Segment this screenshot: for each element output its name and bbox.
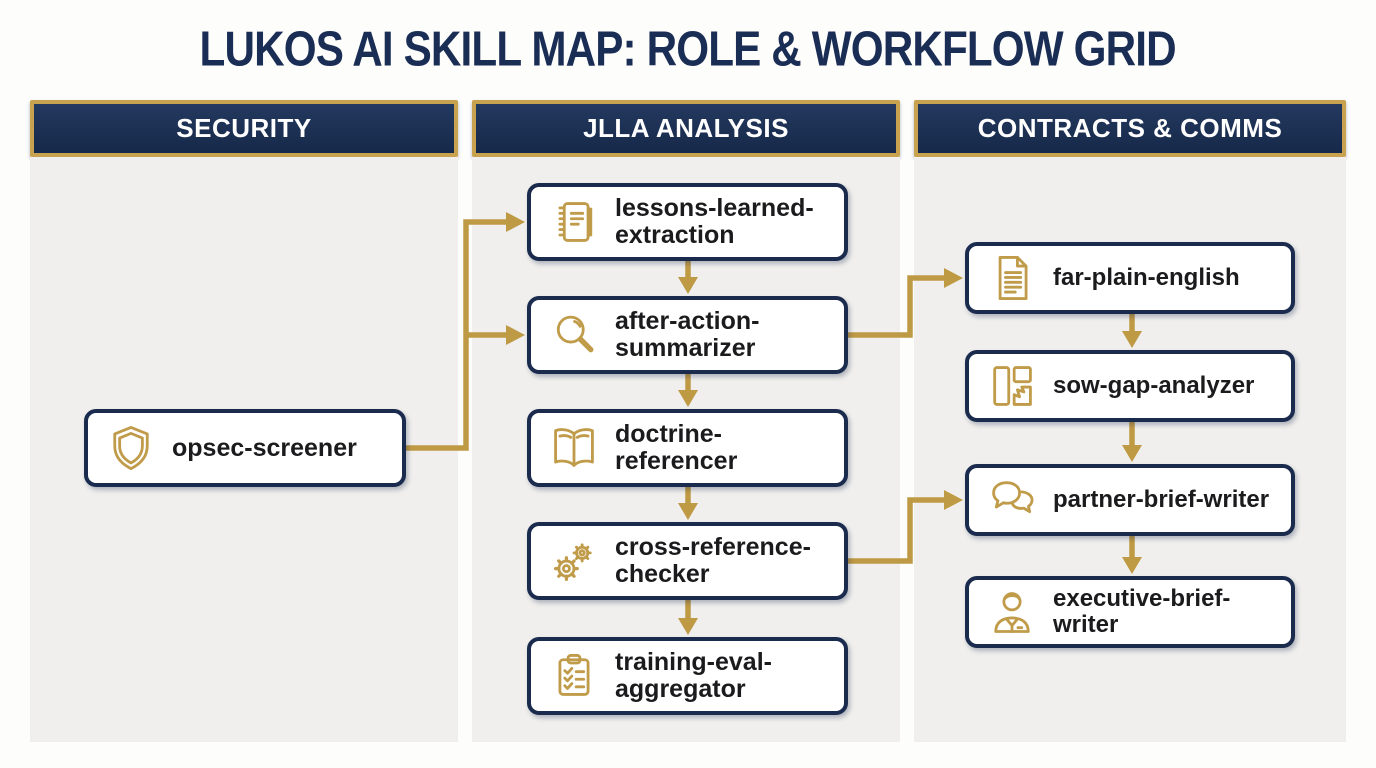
column-header-security-label: SECURITY <box>176 113 312 143</box>
open-book-icon <box>548 422 600 474</box>
skill-box-partner-brief-writer: partner-brief-writer <box>965 464 1295 536</box>
executive-person-icon <box>986 586 1038 638</box>
skill-box-cross-reference-checker: cross-reference-checker <box>527 522 848 600</box>
skill-box-training-eval-aggregator: training-eval-aggregator <box>527 637 848 715</box>
skill-box-lessons-learned-extraction: lessons-learned-extraction <box>527 183 848 261</box>
skill-label: far-plain-english <box>1053 264 1240 292</box>
skill-box-after-action-summarizer: after-action-summarizer <box>527 296 848 374</box>
page-title: LUKOS AI SKILL MAP: ROLE & WORKFLOW GRID <box>0 16 1376 82</box>
skill-box-doctrine-referencer: doctrine-referencer <box>527 409 848 487</box>
document-icon <box>986 252 1038 304</box>
page-title-text: LUKOS AI SKILL MAP: ROLE & WORKFLOW GRID <box>199 21 1177 77</box>
skill-label: training-eval-aggregator <box>615 648 772 703</box>
gears-icon <box>548 535 600 587</box>
skill-box-opsec-screener: opsec-screener <box>84 409 406 487</box>
column-header-jlla-analysis: JLLA ANALYSIS <box>472 100 900 157</box>
skill-box-sow-gap-analyzer: sow-gap-analyzer <box>965 350 1295 422</box>
skill-label: sow-gap-analyzer <box>1053 372 1255 400</box>
skill-label: partner-brief-writer <box>1053 486 1270 514</box>
skill-box-far-plain-english: far-plain-english <box>965 242 1295 314</box>
column-header-jlla-analysis-label: JLLA ANALYSIS <box>583 113 789 143</box>
magnifier-icon <box>548 309 600 361</box>
skill-label: doctrine-referencer <box>615 420 738 475</box>
column-header-contracts-comms: CONTRACTS & COMMS <box>914 100 1346 157</box>
notebook-icon <box>548 196 600 248</box>
speech-bubbles-icon <box>986 474 1038 526</box>
column-header-contracts-comms-label: CONTRACTS & COMMS <box>977 113 1283 143</box>
skill-label: lessons-learned-extraction <box>615 194 814 249</box>
clipboard-checklist-icon <box>548 650 600 702</box>
skill-label: after-action-summarizer <box>615 307 760 362</box>
skill-box-executive-brief-writer: executive-brief-writer <box>965 576 1295 648</box>
shield-icon <box>105 422 157 474</box>
column-header-security: SECURITY <box>30 100 458 157</box>
layout-compare-icon <box>986 360 1038 412</box>
skill-label: cross-reference-checker <box>615 533 811 588</box>
skill-label: opsec-screener <box>172 433 357 462</box>
skill-label: executive-brief-writer <box>1053 585 1231 638</box>
